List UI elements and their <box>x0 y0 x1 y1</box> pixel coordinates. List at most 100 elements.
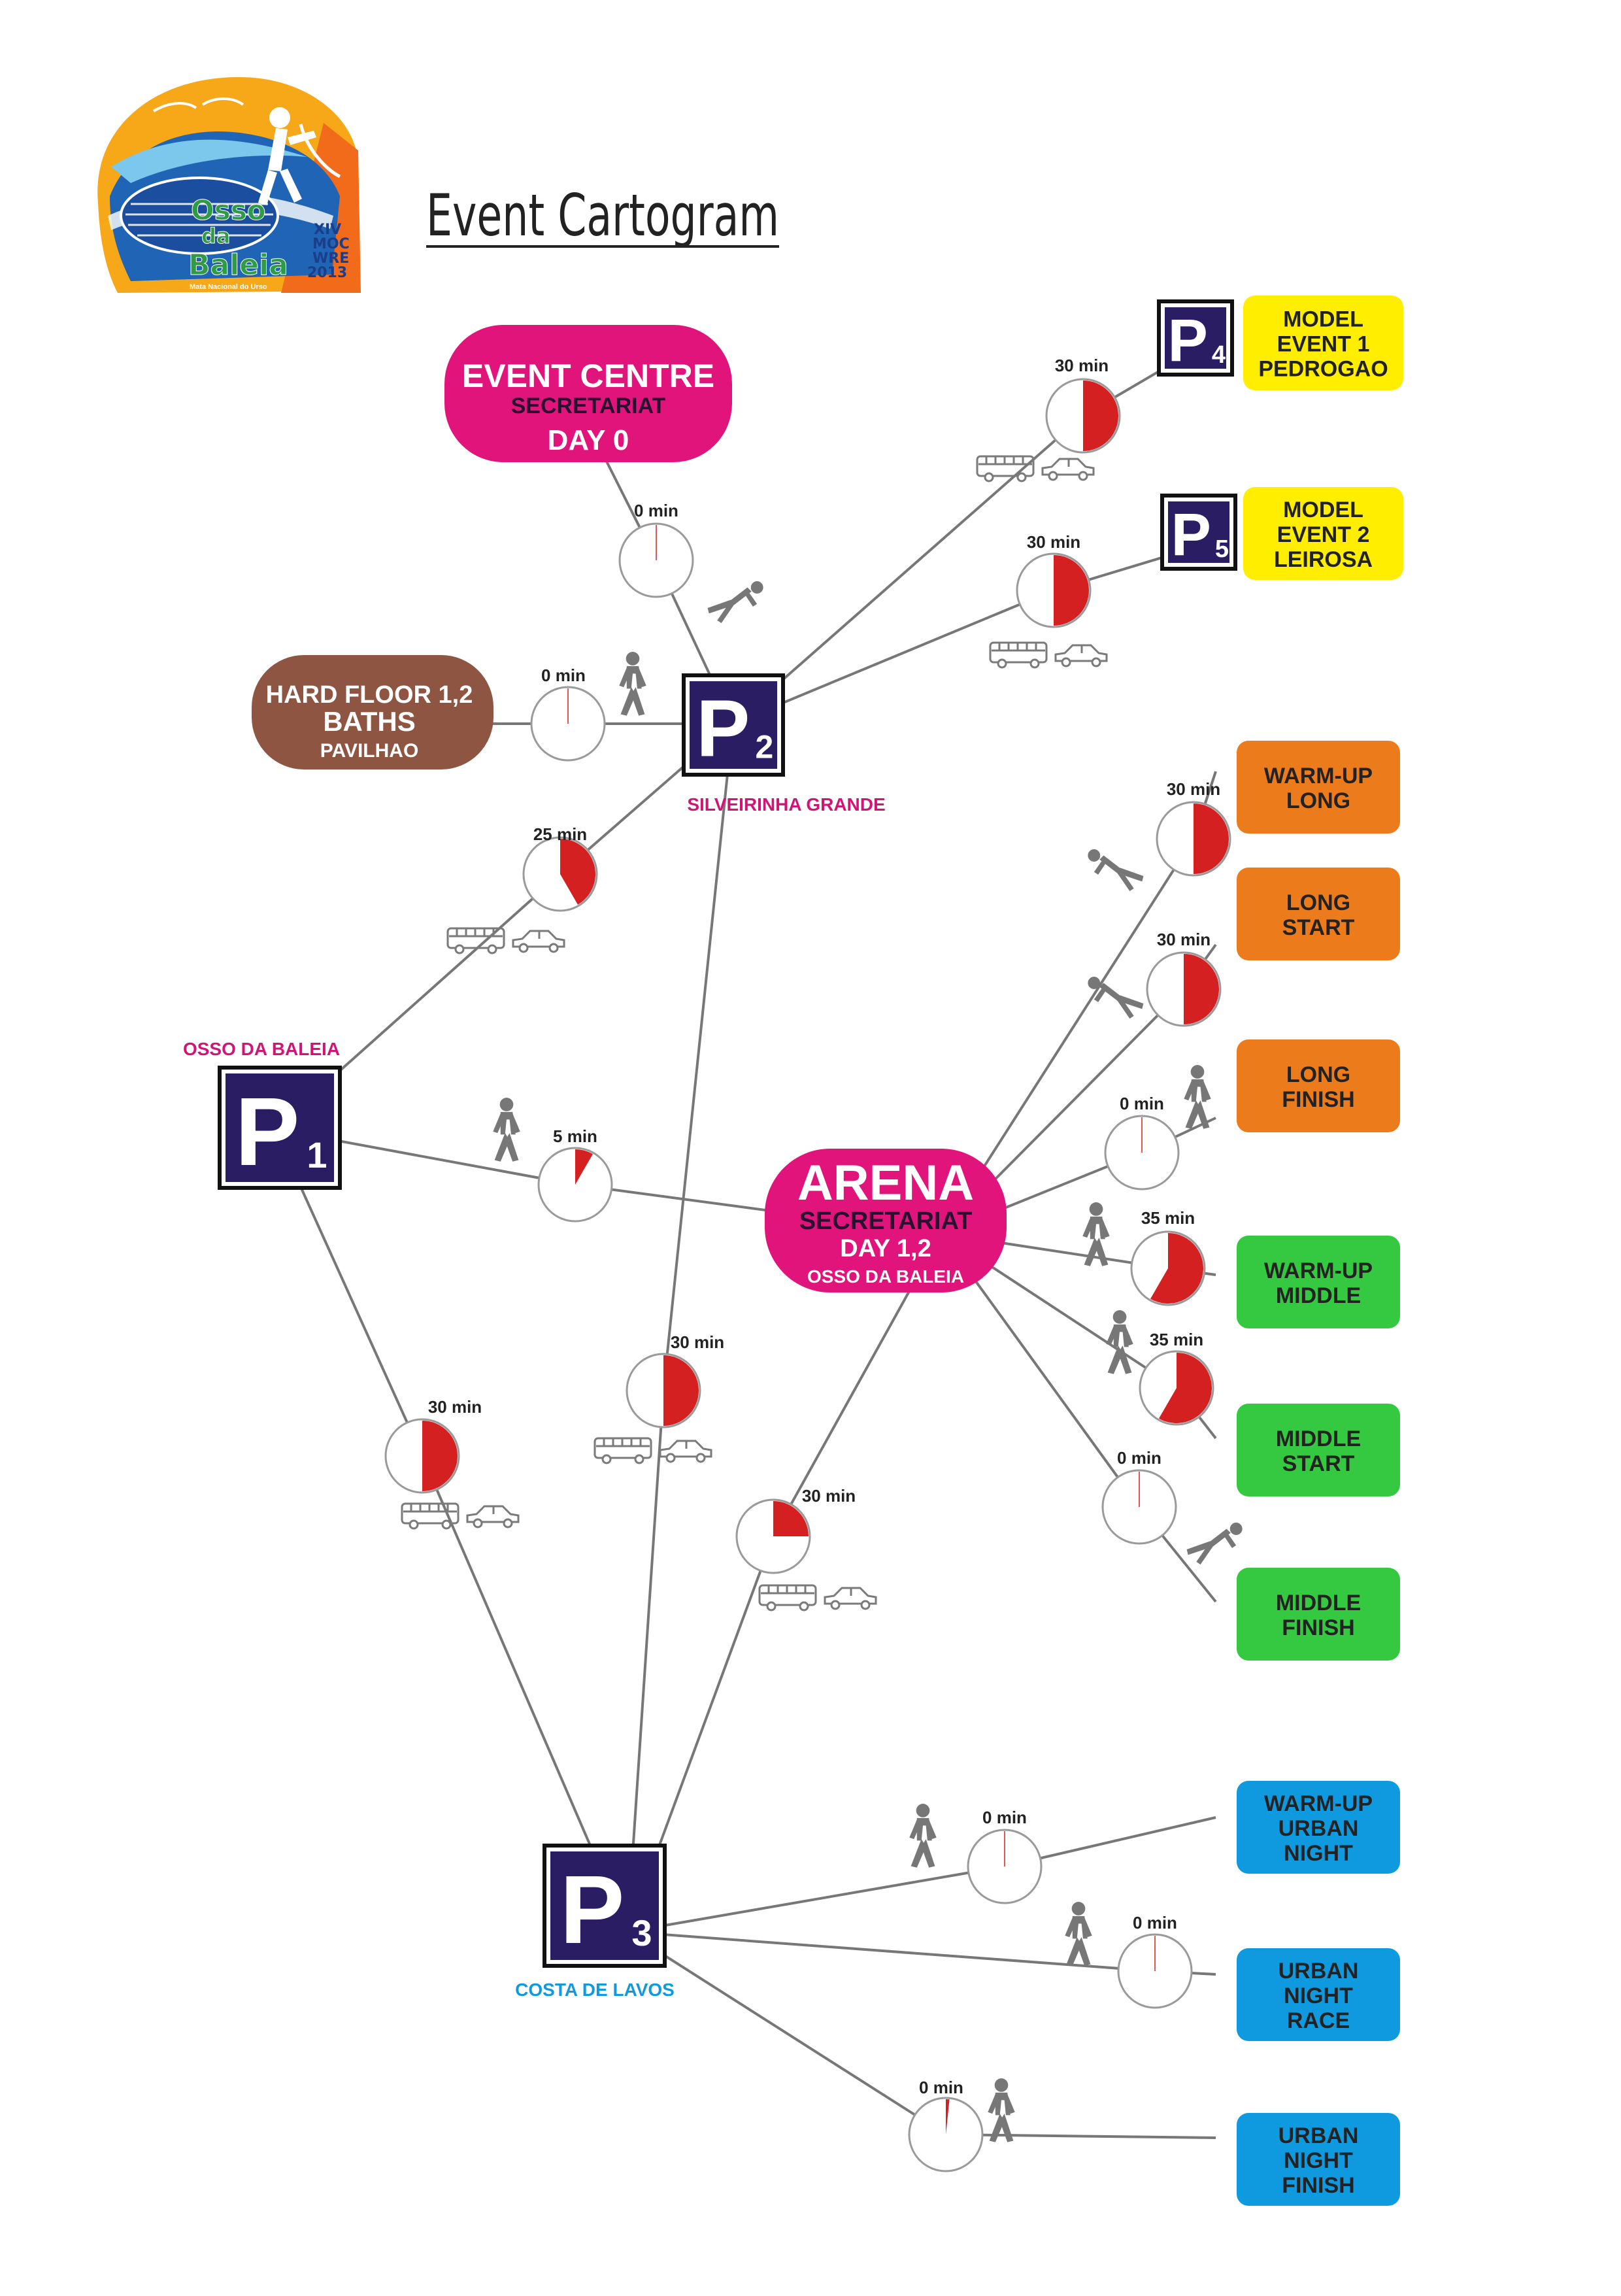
transport-icons <box>989 641 1108 669</box>
transport-icons <box>593 1437 712 1464</box>
parking-p2-label: SILVEIRINHA GRANDE <box>687 794 885 815</box>
clock-label: 35 min <box>1141 1208 1195 1228</box>
logo-name-1: Osso <box>191 194 266 226</box>
destination-urban_race-box <box>1237 1948 1400 2041</box>
clock-label: 0 min <box>1117 1448 1161 1468</box>
clock-label: 30 min <box>671 1332 724 1352</box>
parking-p3-face <box>550 1851 659 1960</box>
destination-warmup_long-line: LONG <box>1286 788 1350 813</box>
clock-label: 30 min <box>428 1397 482 1417</box>
clock-label: 30 min <box>1157 930 1211 949</box>
logo-edition: XIV <box>314 222 341 238</box>
logo-name-2: da <box>201 224 231 248</box>
clock-p2-model1: 30 min <box>1045 356 1121 454</box>
parking-p1-letter: P <box>235 1078 300 1186</box>
clock-p2-model2: 30 min <box>1016 532 1092 628</box>
clock-label: 0 min <box>541 666 586 685</box>
destination-warmup_middle-line: WARM-UP <box>1264 1258 1373 1283</box>
arena-title: ARENA <box>797 1155 974 1211</box>
event-centre-subtitle: SECRETARIAT <box>511 394 666 418</box>
clock-p1-arena: 5 min <box>537 1126 613 1223</box>
walking-person-icon <box>909 1804 937 1868</box>
clock-label: 0 min <box>1133 1913 1177 1933</box>
clock-arena-warmup_middle: 35 min <box>1130 1208 1206 1306</box>
destination-urban_race-line: NIGHT <box>1284 1984 1353 2008</box>
destination-model2-line: MODEL <box>1283 498 1363 522</box>
slipping-person-icon <box>1088 977 1144 1019</box>
destination-long_start-line: LONG <box>1286 890 1350 915</box>
clock-arena-p3: 30 min <box>735 1486 856 1574</box>
parking-p3-label: COSTA DE LAVOS <box>515 1980 675 2000</box>
destination-warmup_urban-box <box>1237 1781 1400 1874</box>
parking-p1-label: OSSO DA BALEIA <box>183 1039 340 1059</box>
transport-icons <box>401 1502 520 1530</box>
slipping-person-icon <box>1088 849 1144 892</box>
destination-model1-box <box>1243 295 1403 390</box>
hard-floor-pill <box>252 655 493 769</box>
destination-middle_finish-line: FINISH <box>1282 1615 1354 1640</box>
parking-p5-face <box>1168 501 1229 563</box>
destination-warmup_long-box <box>1237 741 1400 834</box>
clock-label: 30 min <box>1167 779 1220 799</box>
clock-fill <box>946 2099 950 2135</box>
destination-warmup_middle-box <box>1237 1236 1400 1328</box>
clock-fill <box>1150 1233 1204 1304</box>
hard-floor-title: HARD FLOOR 1,2 <box>266 681 473 709</box>
destination-middle_start-line: START <box>1282 1451 1355 1476</box>
transport-icons <box>758 1584 877 1612</box>
clock-fill <box>1159 1353 1212 1423</box>
destination-long_finish-line: FINISH <box>1282 1087 1354 1112</box>
transport-icons <box>446 927 565 954</box>
clock-label: 30 min <box>1055 356 1109 375</box>
destination-model2-line: LEIROSA <box>1274 547 1373 572</box>
event-centre-pill <box>444 325 732 462</box>
walking-person-icon <box>493 1098 520 1162</box>
destination-long_start-box <box>1237 868 1400 960</box>
clock-fill <box>1083 380 1118 451</box>
parking-p4-number: 4 <box>1212 341 1226 369</box>
clock-arena-long_start: 30 min <box>1146 930 1222 1027</box>
clock-fill <box>575 1149 593 1185</box>
clock-label: 25 min <box>533 824 587 844</box>
event-centre-day: DAY 0 <box>548 424 629 456</box>
parking-p5-letter: P <box>1171 501 1211 568</box>
arena-place: OSSO DA BALEIA <box>807 1266 964 1287</box>
page-title: Event Cartogram <box>426 182 779 249</box>
bus-icon <box>989 641 1048 669</box>
logo-line-a: MOC <box>312 236 350 252</box>
hard-floor-baths: BATHS <box>323 706 416 737</box>
destination-model1-line: EVENT 1 <box>1277 332 1370 357</box>
destination-long_finish-line: LONG <box>1286 1062 1350 1087</box>
event-centre-title: EVENT CENTRE <box>462 358 714 394</box>
parking-p2-letter: P <box>696 683 750 773</box>
osso-da-baleia-logo: Osso da Baleia XIV MOC WRE 2013 Mata Nac… <box>97 76 361 294</box>
car-icon <box>1054 644 1108 667</box>
parking-p5-number: 5 <box>1215 535 1229 563</box>
parking-p3-number: 3 <box>631 1912 652 1953</box>
parking-p4-letter: P <box>1168 307 1208 374</box>
bus-icon <box>758 1584 817 1612</box>
clock-label: 35 min <box>1150 1330 1203 1349</box>
destination-middle_start-line: MIDDLE <box>1276 1427 1361 1451</box>
walking-person-icon <box>1106 1310 1133 1374</box>
clock-label: 5 min <box>553 1126 597 1146</box>
connector-p2-model1 <box>731 339 1214 725</box>
arena-pill <box>765 1149 1007 1292</box>
walking-person-icon <box>1065 1902 1092 1966</box>
destination-urban_race-line: URBAN <box>1278 1959 1359 1984</box>
clock-fill <box>560 839 595 905</box>
destination-urban_finish-box <box>1237 2113 1400 2206</box>
bus-icon <box>401 1502 460 1530</box>
